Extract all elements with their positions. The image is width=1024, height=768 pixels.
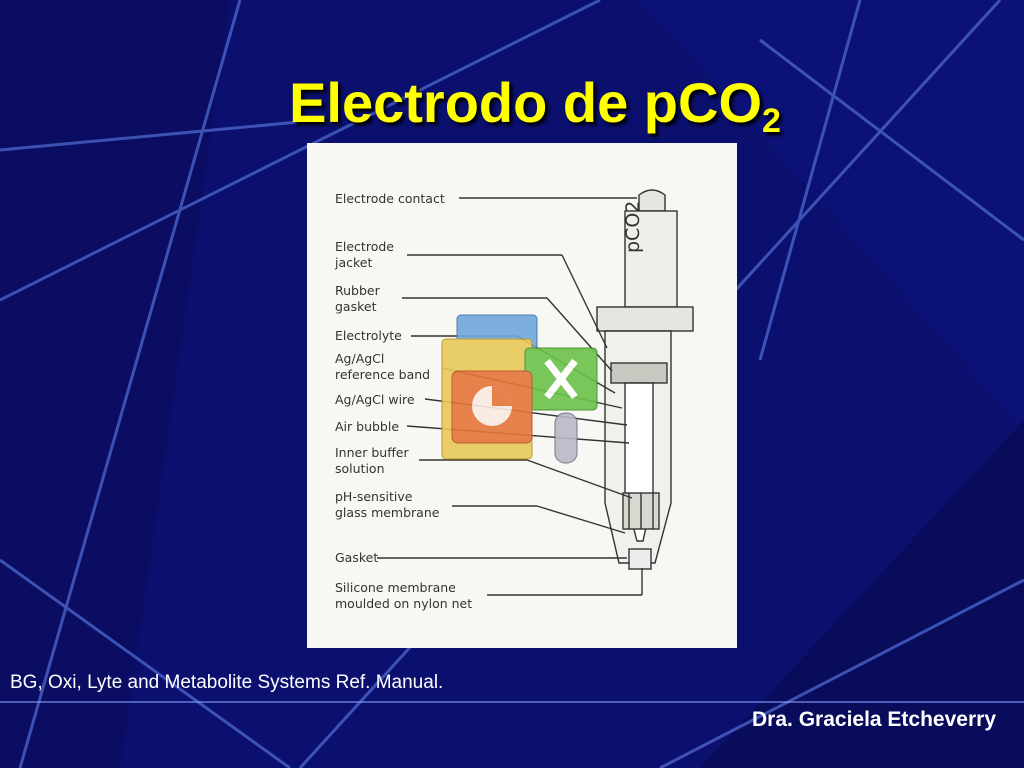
label-agcl-wire: Ag/AgCl wire <box>335 392 415 407</box>
electrode-diagram: pCO2 Electrode contact Electrode jacket … <box>307 143 737 648</box>
reference-caption: BG, Oxi, Lyte and Metabolite Systems Ref… <box>10 672 444 693</box>
label-electrolyte: Electrolyte <box>335 328 402 343</box>
slide-title: Electrodo de pCO2 <box>289 71 781 140</box>
label-silicone-membrane: Silicone membrane moulded on nylon net <box>335 580 473 611</box>
label-glass-membrane: pH-sensitive glass membrane <box>335 489 440 520</box>
office-suite-icon <box>441 314 598 464</box>
label-air-bubble: Air bubble <box>335 419 400 434</box>
footer-divider <box>0 701 1024 703</box>
label-reference-band: Ag/AgCl reference band <box>335 351 431 382</box>
electrode-drawing <box>377 189 694 596</box>
label-inner-buffer: Inner buffer solution <box>335 445 409 476</box>
label-electrode-jacket: Electrode jacket <box>335 239 394 270</box>
title-subscript: 2 <box>762 102 781 140</box>
author-name: Dra. Graciela Etcheverry <box>752 708 996 731</box>
label-electrode-contact: Electrode contact <box>335 191 445 206</box>
label-rubber-gasket: Rubber gasket <box>335 283 380 314</box>
label-gasket: Gasket <box>335 550 379 565</box>
probe-label: pCO2 <box>622 200 644 253</box>
